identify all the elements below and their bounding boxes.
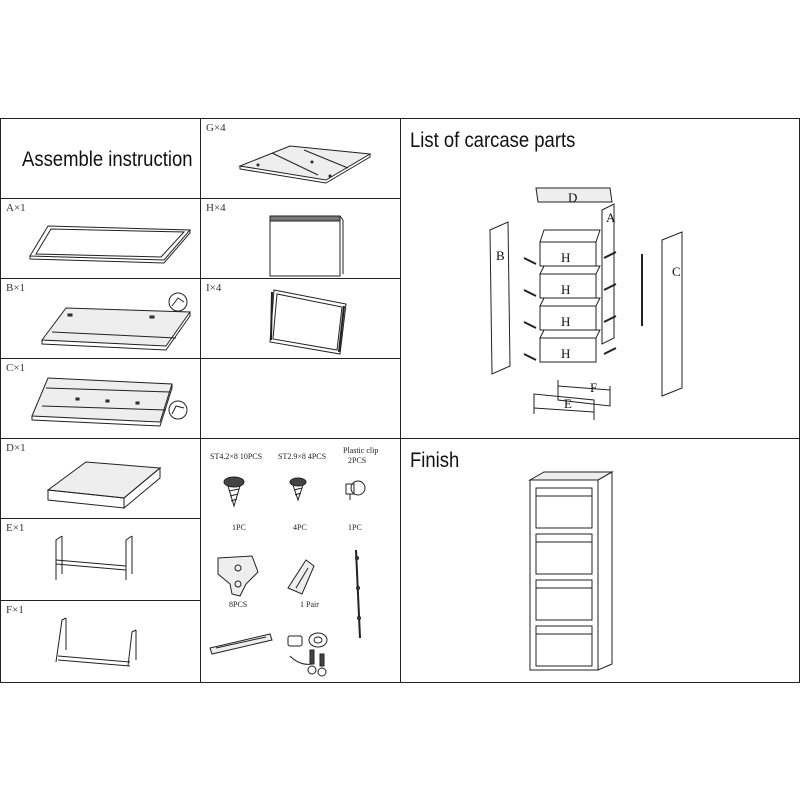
carcase-label-f: F [590, 380, 597, 395]
part-e-drawing [55, 535, 133, 580]
hardware-label-rail: 8PCS [229, 600, 248, 609]
hardware-label-screw-a: ST4.2×8 10PCS [210, 452, 263, 461]
bracket-icon [217, 555, 259, 597]
part-g-drawing [238, 145, 372, 184]
finished-drawer-2 [535, 533, 593, 575]
carcase-base-e: E [533, 393, 595, 420]
carcase-title: List of carcase parts [410, 129, 576, 152]
hardware-label-lock: 1 Pair [300, 600, 319, 609]
hardware-label-clip-1: Plastic clip [343, 446, 379, 455]
rail-icon [209, 633, 273, 655]
sheet-border-left [0, 118, 1, 683]
hardware-label-clip-2: 2PCS [348, 456, 367, 465]
hardware-label-bracket: 1PC [232, 523, 246, 532]
part-label-g: G×4 [206, 122, 226, 134]
hardware-drawings [209, 476, 366, 677]
part-i-drawing [269, 289, 347, 355]
carcase-drawer-3: H [539, 297, 601, 331]
plastic-clip-icon [345, 480, 366, 500]
divider-h3 [0, 358, 400, 359]
part-label-b: B×1 [6, 282, 26, 294]
part-label-i: I×4 [206, 282, 222, 294]
part-label-f: F×1 [6, 604, 24, 616]
rod-icon [355, 549, 361, 639]
part-label-h: H×4 [206, 202, 226, 214]
finished-drawer-1 [535, 487, 593, 529]
divider-h6 [0, 600, 200, 601]
finished-drawer-4 [535, 625, 593, 667]
divider-h2 [0, 278, 400, 279]
part-c-drawing [31, 377, 188, 427]
carcase-label-h-4: H [561, 346, 570, 361]
hardware-label-hook: 4PC [293, 523, 307, 532]
carcase-base-f: F [557, 380, 611, 407]
part-label-a: A×1 [6, 202, 26, 214]
part-label-c: C×1 [6, 362, 26, 374]
lock-key-icon [287, 632, 328, 677]
carcase-label-a: A [606, 210, 616, 225]
part-label-d: D×1 [6, 442, 26, 454]
carcase-label-e: E [564, 396, 572, 411]
part-h-drawing [269, 215, 344, 277]
carcase-label-h-2: H [561, 282, 570, 297]
divider-v2 [400, 118, 401, 683]
part-a-drawing [29, 225, 192, 264]
hardware-label-screw-b: ST2.9×8 4PCS [278, 452, 327, 461]
hardware-label-rod: 1PC [348, 523, 362, 532]
part-f-drawing [55, 617, 137, 667]
part-label-e: E×1 [6, 522, 25, 534]
finished-cabinet-drawing [528, 471, 614, 671]
hook-icon [287, 559, 315, 595]
carcase-label-c: C [672, 264, 681, 279]
divider-h1 [0, 198, 400, 199]
part-b-drawing [41, 292, 191, 351]
carcase-label-h-3: H [561, 314, 570, 329]
instruction-sheet: Assemble instruction G×4 List of carcase… [0, 118, 800, 683]
screw-small-icon [289, 477, 307, 502]
carcase-drawer-4: H [539, 329, 601, 363]
divider-h5 [0, 518, 200, 519]
carcase-label-d: D [568, 190, 577, 205]
carcase-label-b: B [496, 248, 505, 263]
carcase-rails [523, 251, 643, 361]
screw-icon [223, 476, 245, 508]
finish-title: Finish [410, 449, 460, 472]
carcase-drawer-1: H [539, 229, 601, 267]
page-title: Assemble instruction [22, 148, 193, 171]
carcase-label-h: H [561, 250, 570, 265]
divider-v1 [200, 118, 201, 683]
finished-drawer-3 [535, 579, 593, 621]
divider-h4 [0, 438, 800, 439]
carcase-exploded-view: D A B C H H H H [489, 187, 683, 420]
carcase-drawer-2: H [539, 265, 601, 299]
part-d-drawing [46, 461, 162, 510]
